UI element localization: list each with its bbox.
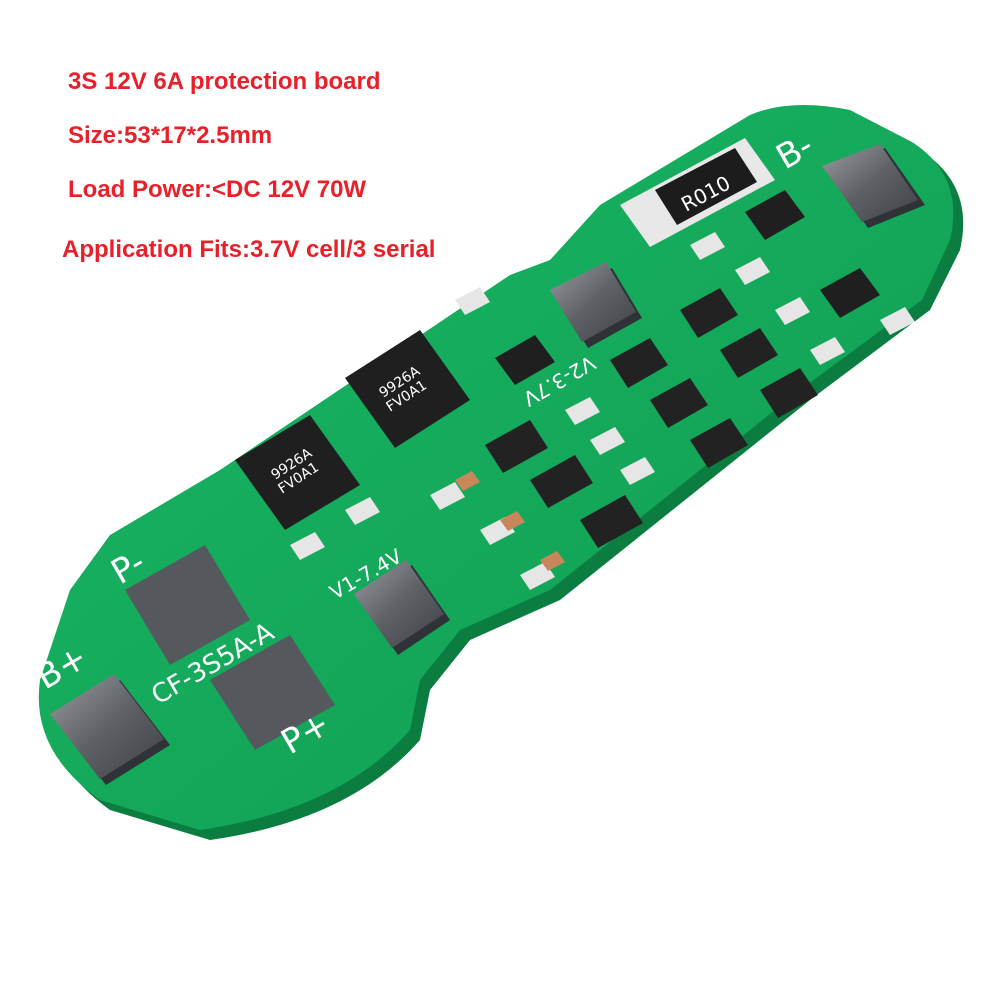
b-minus-pad — [822, 144, 925, 228]
spec-load-power: Load Power:<DC 12V 70W — [68, 176, 367, 203]
smd-components — [485, 288, 818, 548]
p-minus-pad — [125, 545, 250, 665]
smd-resistors — [290, 232, 915, 590]
p-plus-pad — [210, 635, 335, 750]
connector-pad — [354, 560, 450, 655]
ic-chip — [495, 190, 880, 385]
connector-pad — [550, 262, 642, 348]
spec-application: Application Fits:3.7V cell/3 serial — [62, 236, 436, 263]
b-plus-pad — [50, 674, 170, 785]
smd-capacitors — [455, 471, 565, 571]
mosfet-chip: 9926A FV0A1 — [235, 415, 360, 530]
spec-size: Size:53*17*2.5mm — [68, 122, 273, 149]
board — [38, 105, 954, 830]
spec-title: 3S 12V 6A protection board — [68, 68, 381, 95]
mosfet-chip: 9926A FV0A1 — [345, 330, 470, 448]
